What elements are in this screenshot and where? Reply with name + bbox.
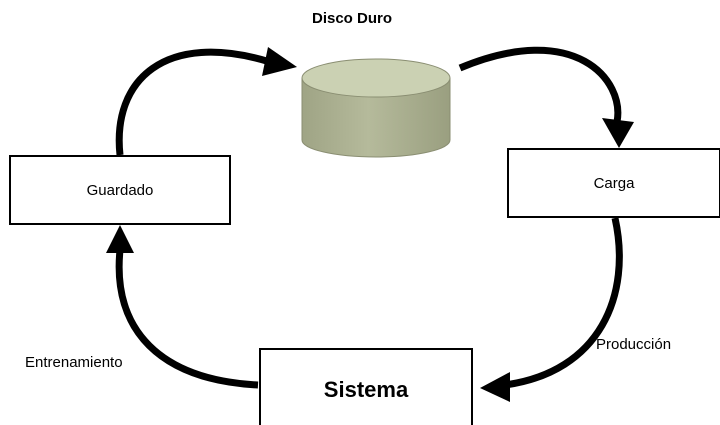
- arrowhead-sistema-icon: [480, 372, 510, 402]
- edge-label-entrenamiento: Entrenamiento: [25, 354, 123, 371]
- node-carga: Carga: [507, 148, 720, 218]
- node-sistema: Sistema: [259, 348, 473, 425]
- arrow-disco-to-carga: [458, 46, 622, 123]
- disk-cylinder-icon: [301, 58, 451, 158]
- disk-label: Disco Duro: [312, 10, 393, 27]
- node-guardado: Guardado: [9, 155, 231, 225]
- arrow-sistema-to-guardado: [115, 249, 259, 389]
- node-carga-label: Carga: [593, 174, 635, 192]
- edge-label-produccion: Producción: [596, 336, 672, 353]
- node-sistema-label: Sistema: [323, 377, 409, 402]
- arrowhead-carga-icon: [602, 118, 634, 148]
- arrowhead-guardado-icon: [106, 225, 134, 253]
- node-guardado-label: Guardado: [86, 181, 154, 199]
- arrow-carga-to-sistema: [504, 217, 623, 389]
- arrowhead-disco-icon: [262, 47, 297, 76]
- arrow-guardado-to-disco: [115, 48, 272, 156]
